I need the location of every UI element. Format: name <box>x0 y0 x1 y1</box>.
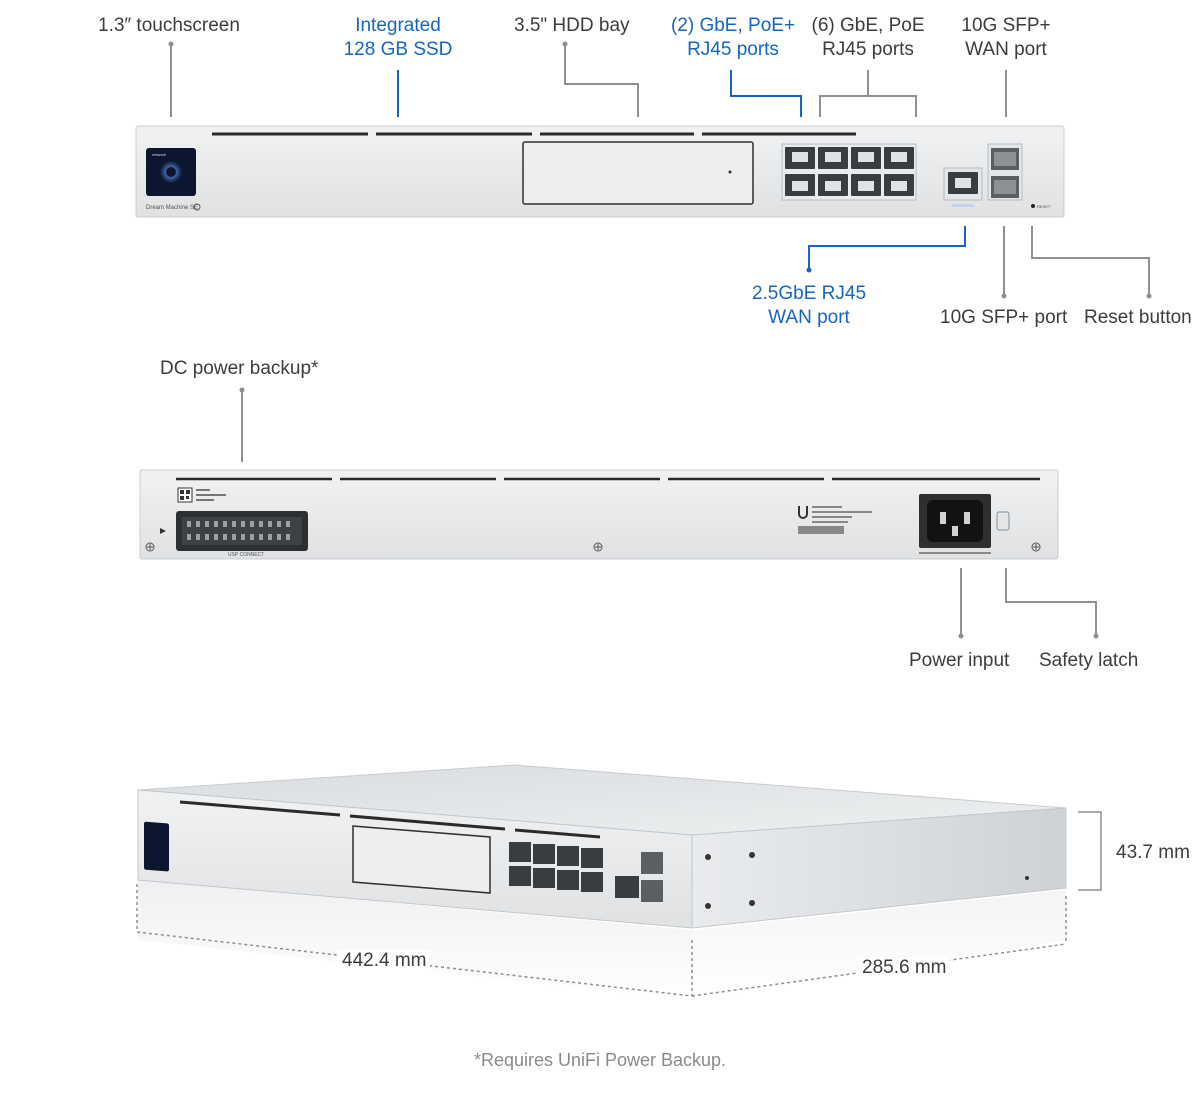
depth-dimension: 285.6 mm <box>858 957 951 979</box>
screw-icon <box>1031 542 1041 552</box>
brand-logo-icon <box>193 203 201 211</box>
reset-button-icon <box>1031 204 1035 208</box>
poeplus-ports-label: (2) GbE, PoE+ RJ45 ports <box>670 15 796 60</box>
front-callouts <box>170 44 1150 296</box>
rj45-ports-3d <box>509 842 603 892</box>
width-dimension: 442.4 mm <box>338 950 431 972</box>
screw-icon <box>145 542 155 552</box>
rear-view: USP CONNECT <box>139 469 1059 560</box>
dc-power-connector <box>176 511 308 551</box>
reset-button-label: Reset button <box>1084 307 1192 328</box>
touchscreen: network <box>146 148 196 196</box>
footnote: *Requires UniFi Power Backup. <box>473 1050 727 1070</box>
touchscreen-label: 1.3″ touchscreen <box>98 15 240 36</box>
screen-badge-text: network <box>152 152 166 157</box>
reset-text: RESET <box>1037 204 1051 209</box>
hdd-bay-3d <box>352 825 491 894</box>
chassis-side <box>691 807 1067 929</box>
safety-latch-label: Safety latch <box>1039 650 1139 671</box>
front-callout-dots <box>168 41 1152 299</box>
sfp-wan-label: 10G SFP+ WAN port <box>961 15 1051 60</box>
rear-chassis <box>139 469 1059 560</box>
hdd-bay-label: 3.5" HDD bay <box>514 15 630 36</box>
rj45-wan-port <box>943 167 983 207</box>
hdd-bay <box>522 141 754 205</box>
height-dimension: 43.7 mm <box>1112 842 1194 864</box>
poe-ports-label: (6) GbE, PoE RJ45 ports <box>811 15 925 60</box>
perspective-view <box>137 764 1067 1000</box>
ubiquiti-logo-icon <box>798 506 808 519</box>
sfp-ports <box>987 143 1023 201</box>
sfp-port-label: 10G SFP+ port <box>940 307 1068 328</box>
rj45-port-block <box>781 143 917 201</box>
power-input-label: Power input <box>909 650 1010 671</box>
qr-code-icon <box>177 487 193 503</box>
screw-icon <box>593 542 603 552</box>
front-view: network Dream Machine SE <box>135 125 1065 218</box>
rj45-wan-label: 2.5GbE RJ45 WAN port <box>751 283 867 328</box>
usp-connect-text: USP CONNECT <box>228 552 264 558</box>
brand-text: Dream Machine SE <box>146 205 198 211</box>
rear-callouts <box>241 390 1097 636</box>
ssd-label: Integrated 128 GB SSD <box>343 15 453 60</box>
power-inlet <box>919 494 991 548</box>
arrow-icon <box>160 528 166 534</box>
safety-latch <box>996 511 1010 531</box>
dc-power-label: DC power backup* <box>160 358 319 379</box>
